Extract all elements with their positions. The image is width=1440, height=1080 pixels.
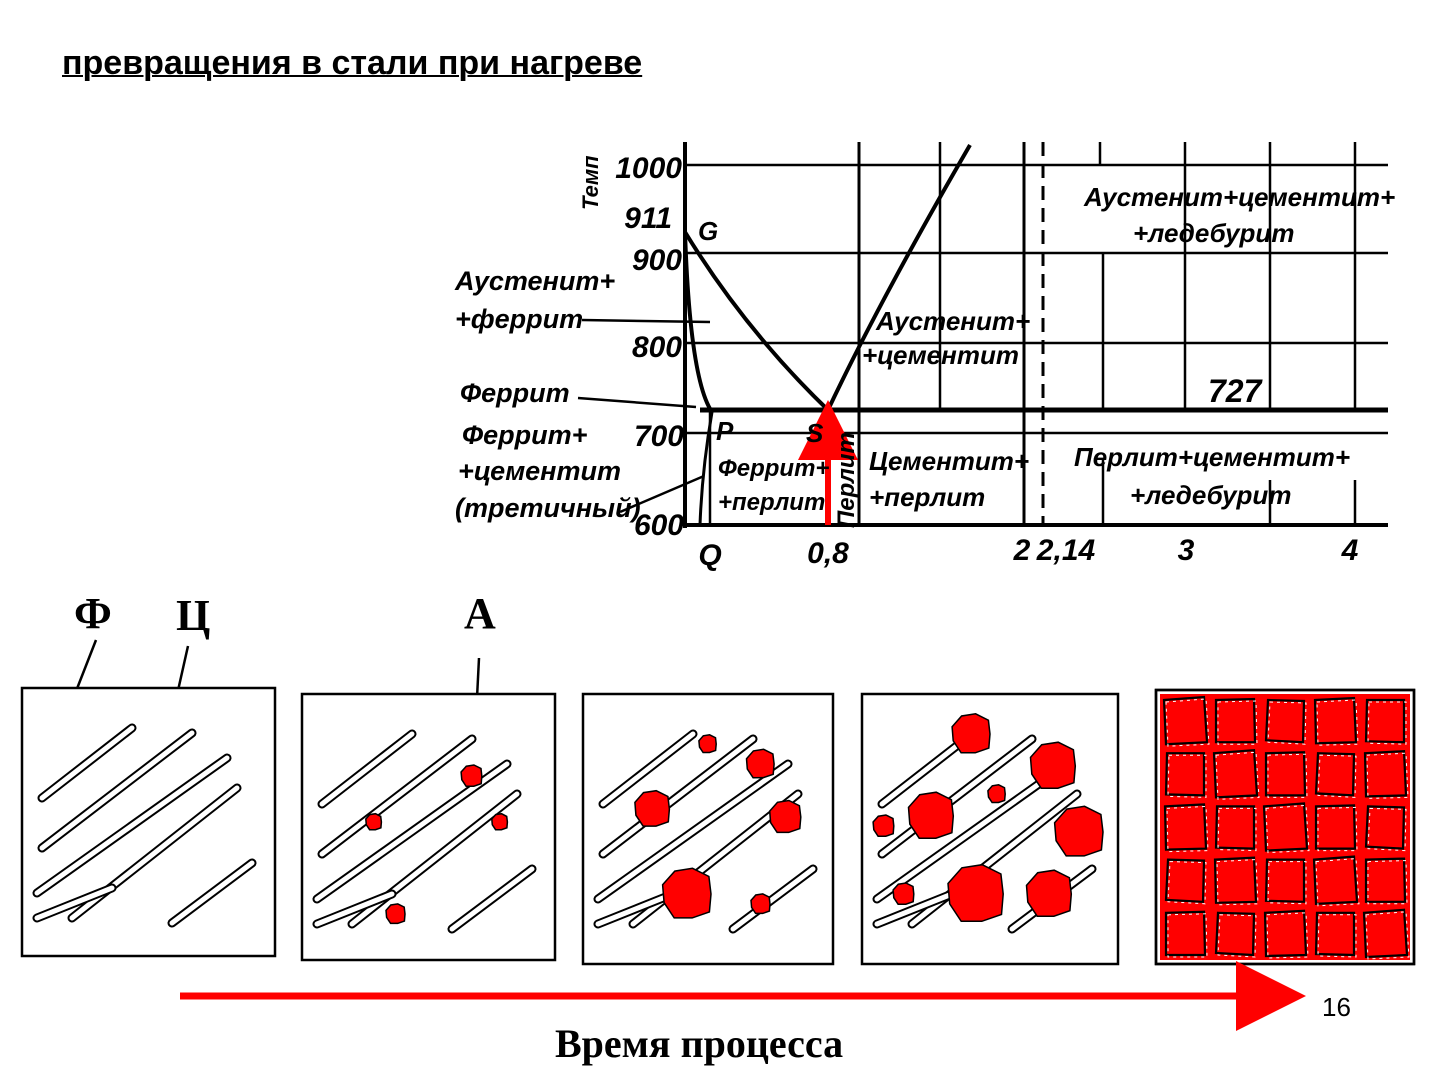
region-perlite: Перлит: [833, 432, 860, 528]
microstructure-panel: [860, 692, 1120, 966]
microstructure-panel: [20, 686, 277, 958]
temp-tick-label: 800: [632, 331, 682, 364]
microstructure-panel: [1154, 688, 1416, 966]
region-cementite-perlite: Цементит+: [869, 446, 1029, 476]
region-cementite-perlite: +перлит: [869, 482, 985, 512]
microstructure-panel: [300, 692, 557, 962]
temperature-axis-label: Темп: [578, 155, 603, 210]
carbon-tick-label: 4: [1341, 534, 1359, 567]
annotation-austenite-ferrite: +феррит: [455, 304, 583, 334]
annotation-ferrite: Феррит: [460, 378, 570, 408]
region-austenite-cementite: +цементит: [862, 340, 1019, 370]
carbon-tick-label: Q: [698, 539, 721, 572]
point-label-727: 727: [1208, 373, 1264, 409]
region-ferrite-perlite: +перлит: [718, 489, 825, 516]
point-label-s: S: [806, 418, 824, 448]
label-cementite: Ц: [176, 591, 210, 640]
temp-tick-label: 600: [634, 509, 684, 542]
carbon-tick-label: 0,8: [807, 537, 849, 570]
point-label-p: P: [716, 416, 734, 446]
time-caption: Время процесса: [555, 1021, 844, 1066]
temp-tick-label: 911: [624, 202, 672, 235]
region-austenite-cementite-ledeburite: +ледебурит: [1133, 218, 1294, 248]
region-austenite-cementite: Аустенит+: [875, 306, 1030, 336]
label-austenite: А: [464, 589, 496, 638]
region-ferrite-perlite: Феррит+: [718, 455, 829, 482]
annotation-ferrite-cementite: Феррит+: [462, 420, 588, 450]
carbon-tick-label: 2: [1013, 534, 1031, 567]
annotation-ferrite-cementite: +цементит: [458, 456, 621, 486]
phase-diagram: Темп 1000 911 900 800 700 600 Q 0,8 2 2,…: [454, 142, 1395, 572]
temp-tick-label: 900: [632, 244, 682, 277]
microstructure-panels: [20, 686, 1416, 966]
annotation-ferrite-cementite: (третичный): [455, 493, 641, 523]
region-perlite-cementite-ledeburite: Перлит+цементит+: [1074, 442, 1350, 472]
page-number: 16: [1322, 992, 1351, 1022]
microstructure-panel: [581, 692, 835, 966]
carbon-tick-label: 2,14: [1036, 534, 1096, 567]
carbon-tick-label: 3: [1178, 534, 1195, 567]
slide-title: превращения в стали при нагреве: [62, 44, 643, 82]
temp-tick-label: 1000: [615, 152, 682, 185]
temp-tick-label: 700: [634, 420, 684, 453]
point-label-g: G: [698, 216, 718, 246]
region-austenite-cementite-ledeburite: Аустенит+цементит+: [1083, 182, 1395, 212]
region-perlite-cementite-ledeburite: +ледебурит: [1130, 480, 1291, 510]
annotation-austenite-ferrite: Аустенит+: [454, 266, 615, 296]
label-ferrite: Ф: [74, 589, 112, 638]
